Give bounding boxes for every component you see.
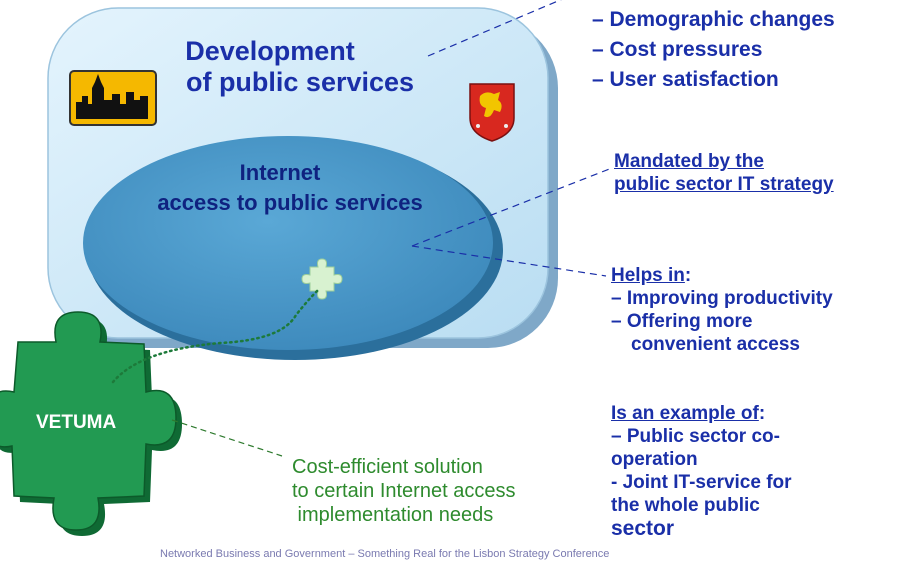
example-heading: Is an example of: <box>611 402 792 425</box>
helps-heading: Helps in: <box>611 264 833 287</box>
helps-heading-colon: : <box>684 265 692 286</box>
drivers-item: – User satisfaction <box>592 68 779 91</box>
drivers-list: – Demographic changes – Cost pressures –… <box>592 7 835 93</box>
vetuma-label: VETUMA <box>36 412 117 433</box>
example-item: - Joint IT-service for <box>611 472 792 493</box>
ellipse-title: Internet access to public services <box>100 158 480 218</box>
finnish-coat-of-arms-icon <box>469 83 515 142</box>
vetuma-caption-line: Cost-efficient solution <box>292 456 483 478</box>
example-section: Is an example of: – Public sector co- op… <box>611 402 792 540</box>
outer-box-title-line-1: Development <box>185 36 355 66</box>
example-item: the whole public <box>611 495 760 516</box>
puzzle-piece-icon <box>301 258 343 300</box>
connector-drivers <box>427 0 562 57</box>
vetuma-caption-line: implementation needs <box>292 504 494 526</box>
footer-text: Networked Business and Government – Some… <box>160 548 610 560</box>
mandate-line-1: Mandated by the <box>614 151 764 172</box>
example-heading-colon: : <box>758 403 766 424</box>
ellipse-title-line-1: Internet <box>239 160 321 185</box>
helps-heading-text: Helps in <box>611 265 685 286</box>
outer-box-title-line-2: of public services <box>185 67 415 97</box>
example-item: – Public sector co- <box>611 426 780 447</box>
outer-box-title: Development of public services <box>150 36 450 98</box>
drivers-item: – Demographic changes <box>592 8 835 31</box>
example-item: operation <box>611 449 698 470</box>
vetuma-caption-line: to certain Internet access <box>292 480 516 502</box>
example-item: sector <box>611 517 675 540</box>
helps-item: convenient access <box>631 334 800 355</box>
city-skyline-icon <box>69 70 157 126</box>
example-heading-text: Is an example of <box>611 403 759 424</box>
helps-item: – Improving productivity <box>611 288 833 309</box>
connector-helps <box>411 245 607 277</box>
mandate-line-2: public sector IT strategy <box>614 174 834 195</box>
connector-vetuma-caption <box>171 419 283 457</box>
internet-access-ellipse <box>83 136 503 360</box>
vetuma-caption: Cost-efficient solution to certain Inter… <box>288 455 515 527</box>
ellipse-title-line-2: access to public services <box>157 190 423 215</box>
mandate-heading: Mandated by the public sector IT strateg… <box>614 150 834 196</box>
dotted-link <box>111 288 320 384</box>
drivers-item: – Cost pressures <box>592 38 763 61</box>
helps-item: – Offering more <box>611 311 753 332</box>
helps-section: Helps in: – Improving productivity – Off… <box>611 264 833 356</box>
